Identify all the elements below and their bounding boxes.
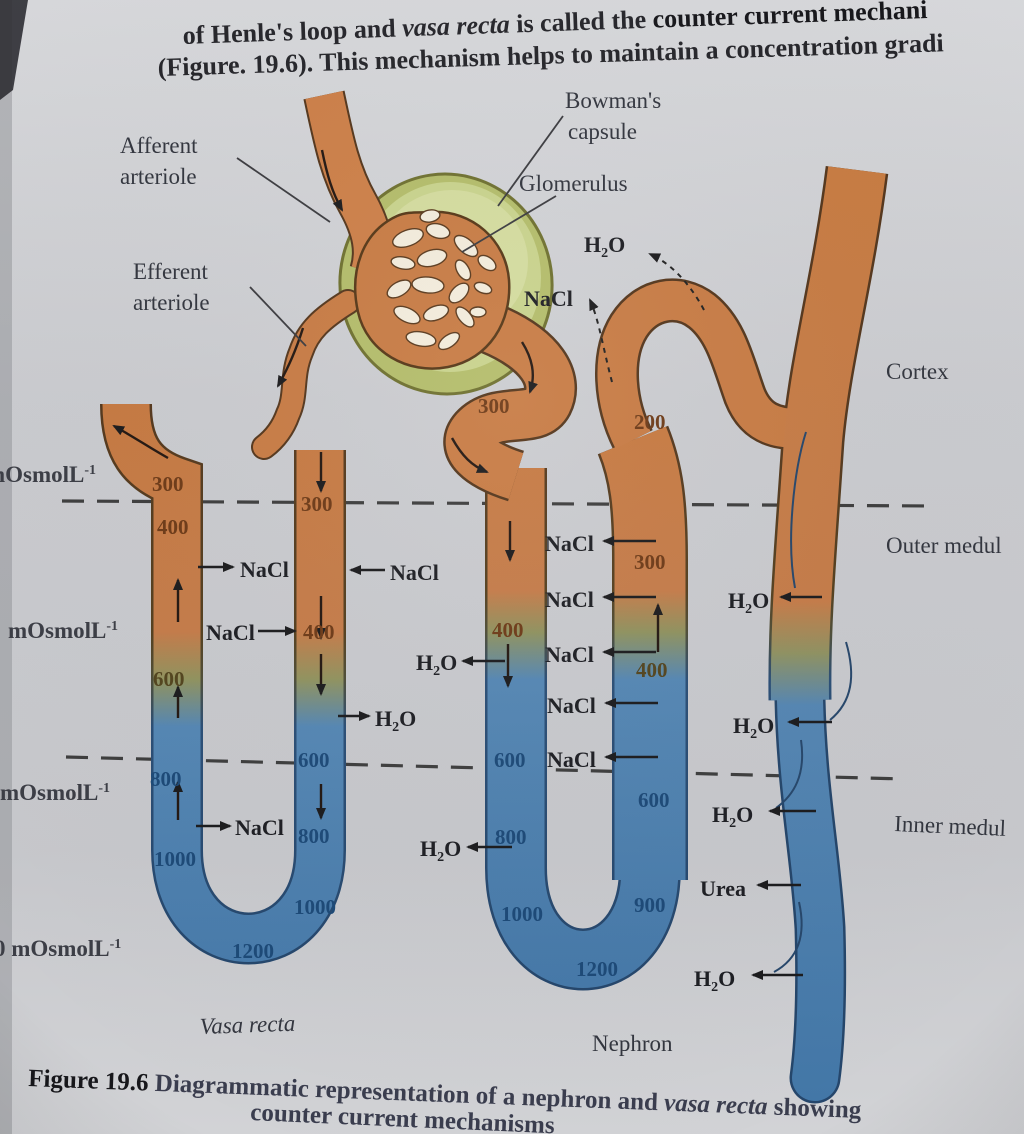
- osmolarity-unit-label: mOsmolL-1: [0, 780, 110, 805]
- osmolarity-unit-label: 0 mOsmolL-1: [0, 936, 121, 961]
- osmolarity-value: 800: [495, 825, 527, 849]
- osmolarity-value: 1200: [576, 957, 618, 981]
- label-outer-medulla: Outer medul: [886, 533, 1002, 558]
- osmolarity-value: 400: [636, 658, 668, 682]
- label-afferent-arteriole: Afferent: [120, 133, 198, 158]
- osmolarity-value: 600: [494, 748, 526, 772]
- label-afferent-arteriole-2: arteriole: [120, 164, 197, 189]
- glomerulus-shape: [354, 209, 511, 370]
- nacl-label: NaCl: [240, 557, 289, 582]
- nacl-label: NaCl: [390, 560, 439, 585]
- osmolarity-value: 600: [638, 788, 670, 812]
- nacl-label: NaCl: [524, 286, 573, 311]
- osmolarity-value: 200: [634, 410, 666, 434]
- urea-label: Urea: [700, 876, 746, 901]
- osmolarity-value: 800: [298, 824, 330, 848]
- osmolarity-value: 300: [634, 550, 666, 574]
- osmolarity-value: 1000: [294, 895, 336, 919]
- osmolarity-value: 600: [153, 667, 185, 691]
- label-inner-medulla: Inner medul: [894, 811, 1007, 841]
- nacl-label: NaCl: [545, 531, 594, 556]
- osmolarity-value: 900: [634, 893, 666, 917]
- osmolarity-value: 1200: [232, 939, 274, 963]
- label-cortex: Cortex: [886, 359, 949, 384]
- osmolarity-value: 300: [301, 492, 333, 516]
- label-nephron: Nephron: [592, 1031, 673, 1056]
- nacl-label: NaCl: [206, 620, 255, 645]
- osmolarity-value: 300: [478, 394, 510, 418]
- osmolarity-value: 300: [152, 472, 184, 496]
- osmolarity-unit-label: mOsmolL-1: [0, 462, 96, 487]
- nacl-label: NaCl: [545, 587, 594, 612]
- label-efferent-arteriole: Efferent: [133, 259, 209, 284]
- page-left-edge-shade: [0, 0, 12, 1134]
- osmolarity-value: 1000: [154, 847, 196, 871]
- osmolarity-value: 600: [298, 748, 330, 772]
- label-bowmans-capsule: Bowman's: [565, 88, 661, 113]
- label-bowmans-capsule-2: capsule: [568, 119, 637, 144]
- nacl-label: NaCl: [547, 747, 596, 772]
- osmolarity-value: 1000: [501, 902, 543, 926]
- osmolarity-value: 400: [303, 620, 335, 644]
- osmolarity-value: 400: [157, 515, 189, 539]
- collecting-duct-lower: [777, 677, 844, 1101]
- label-glomerulus: Glomerulus: [519, 171, 628, 196]
- nacl-label: NaCl: [235, 815, 284, 840]
- osmolarity-value: 800: [150, 767, 182, 791]
- label-efferent-arteriole-2: arteriole: [133, 290, 210, 315]
- label-vasa-recta: Vasa recta: [199, 1011, 295, 1039]
- nacl-label: NaCl: [545, 642, 594, 667]
- osmolarity-value: 400: [492, 618, 524, 642]
- osmolarity-unit-label: mOsmolL-1: [8, 618, 118, 643]
- nacl-label: NaCl: [547, 693, 596, 718]
